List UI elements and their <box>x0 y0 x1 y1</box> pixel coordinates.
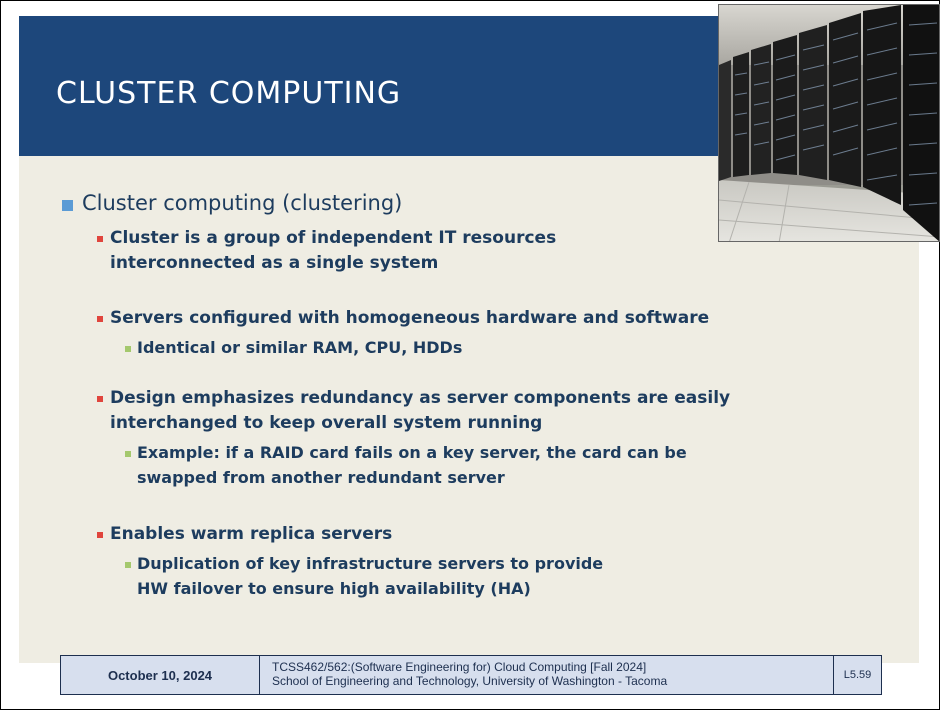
bullet-s2-sub1: Identical or similar RAM, CPU, HDDs <box>137 338 463 357</box>
title-bar <box>19 16 739 156</box>
bullet-s1-line1: Cluster is a group of independent IT res… <box>110 228 557 248</box>
bullet-s4-sub1-line1: Duplication of key infrastructure server… <box>137 554 604 573</box>
footer-course-line2: School of Engineering and Technology, Un… <box>272 674 668 688</box>
bullet-s3-sub1-line1: Example: if a RAID card fails on a key s… <box>137 443 687 462</box>
footer-course-line1: TCSS462/562:(Software Engineering for) C… <box>272 660 647 674</box>
server-racks-photo <box>718 4 940 242</box>
footer-date: October 10, 2024 <box>61 656 260 694</box>
bullet-s4-sub1-line2: HW failover to ensure high availability … <box>137 579 531 598</box>
bullet-level3-icon <box>125 451 131 457</box>
bullet-s2: Servers configured with homogeneous hard… <box>110 308 710 328</box>
footer-course-info: TCSS462/562:(Software Engineering for) C… <box>260 656 834 694</box>
footer-page-number: L5.59 <box>843 669 872 681</box>
bullet-level3-icon <box>125 346 131 352</box>
bullet-level2-icon <box>97 236 103 242</box>
bullet-s3-sub1-line2: swapped from another redundant server <box>137 468 505 487</box>
slide-title: CLUSTER COMPUTING <box>56 76 402 111</box>
bullet-level2-icon <box>97 316 103 322</box>
bullet-level2-icon <box>97 532 103 538</box>
bullet-level3-icon <box>125 562 131 568</box>
bullet-s1-line2: interconnected as a single system <box>110 253 439 273</box>
bullet-main: Cluster computing (clustering) <box>82 191 403 215</box>
bullet-s4: Enables warm replica servers <box>110 524 393 544</box>
bullet-s3-line1: Design emphasizes redundancy as server c… <box>110 388 731 408</box>
bullet-level2-icon <box>97 396 103 402</box>
bullet-s3-line2: interchanged to keep overall system runn… <box>110 413 543 433</box>
slide-footer: October 10, 2024 TCSS462/562:(Software E… <box>60 655 882 695</box>
bullet-level1-icon <box>62 200 73 211</box>
